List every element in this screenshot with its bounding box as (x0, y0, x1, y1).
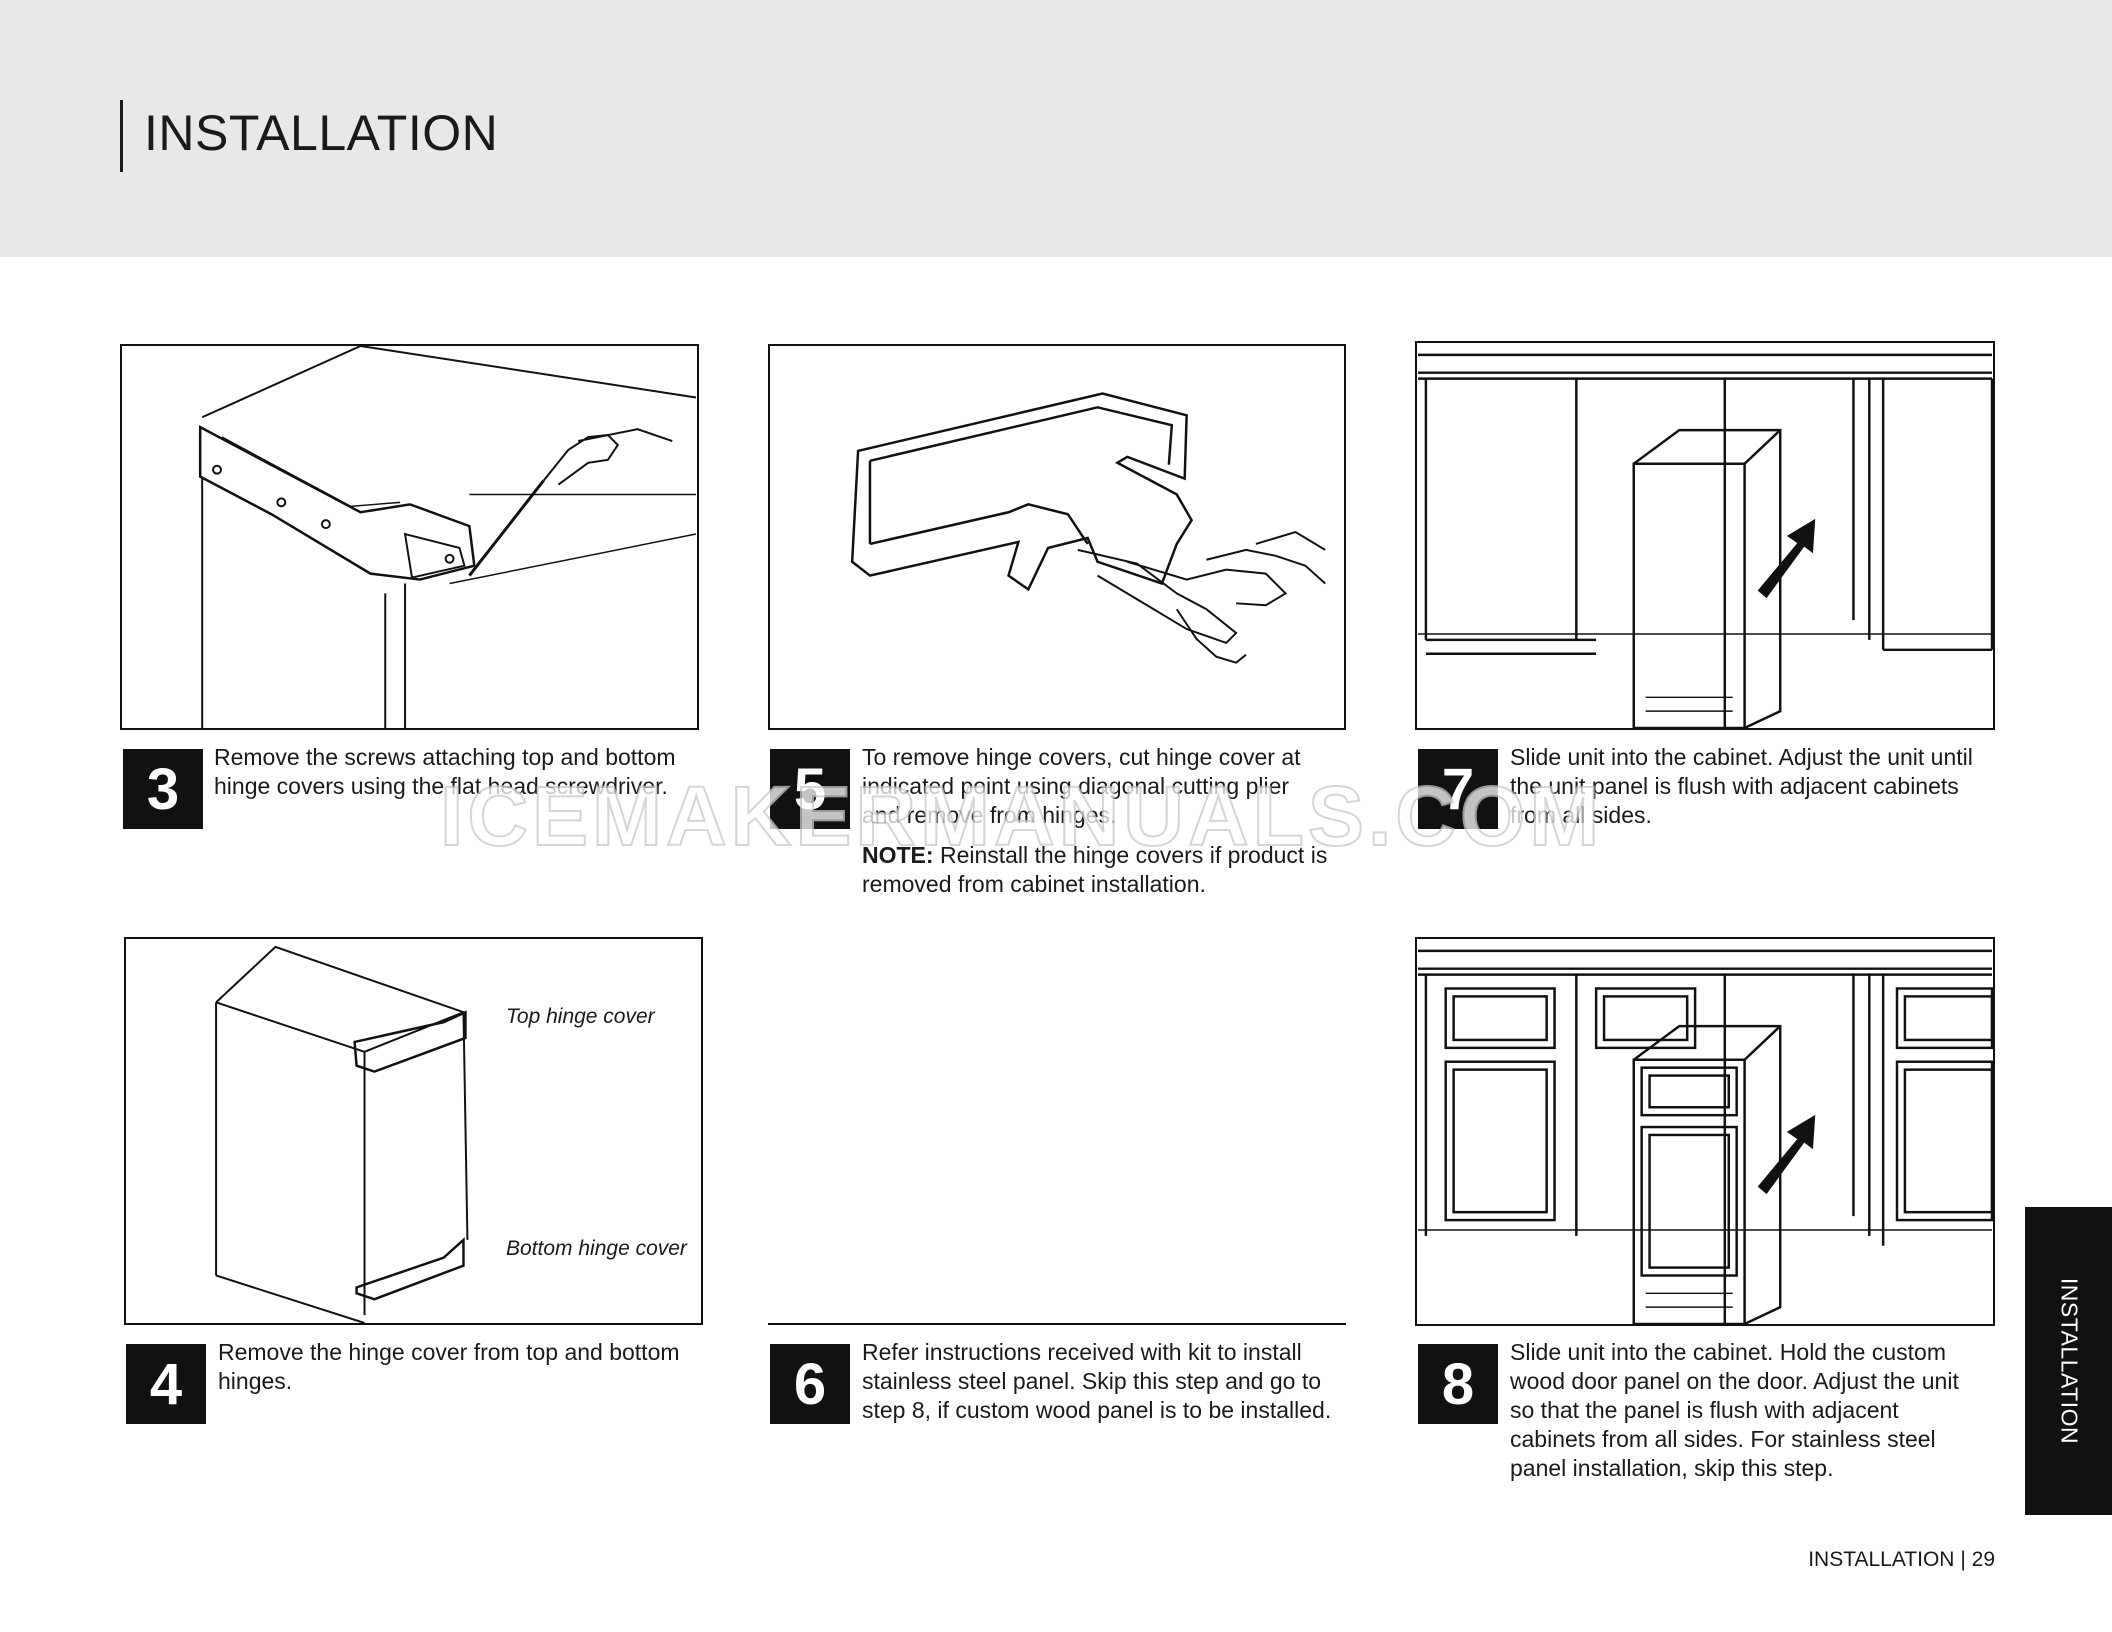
step-6-text: Refer instructions received with kit to … (862, 1339, 1332, 1423)
wood-panel-cabinet-illustration (1417, 949, 1993, 1324)
step-3-text: Remove the screws attaching top and bott… (214, 744, 676, 799)
side-tab-label: INSTALLATION (2056, 1277, 2082, 1445)
footer-section: INSTALLATION (1808, 1548, 1955, 1571)
step-4-text: Remove the hinge cover from top and bott… (218, 1339, 680, 1394)
step-6-divider (768, 1323, 1346, 1325)
step-5-illustration (768, 344, 1346, 730)
page-footer: INSTALLATION | 29 (1808, 1548, 1995, 1572)
step-5-note: NOTE: Reinstall the hinge covers if prod… (862, 841, 1332, 899)
title-accent-bar (120, 100, 123, 172)
slide-unit-cabinet-illustration (1417, 353, 1993, 728)
header-band (0, 0, 2112, 257)
step-4-number: 4 (126, 1344, 206, 1424)
side-tab[interactable]: INSTALLATION (2025, 1207, 2112, 1515)
page-title: INSTALLATION (144, 105, 499, 161)
top-hinge-cover-callout: Top hinge cover (506, 1005, 655, 1028)
step-5-instruction: To remove hinge covers, cut hinge cover … (862, 744, 1301, 828)
footer-separator: | (1960, 1548, 1966, 1571)
note-label: NOTE: (862, 842, 934, 868)
step-8-number: 8 (1418, 1344, 1498, 1424)
hinge-cover-cutting-illustration (850, 392, 1326, 664)
watermark: ICEMAKERMANUALS.COM (439, 768, 1604, 864)
step-7-number: 7 (1418, 749, 1498, 829)
screwdriver-illustration (198, 346, 697, 728)
step-5-number: 5 (770, 749, 850, 829)
hinge-cover-removal-illustration (215, 945, 469, 1323)
note-text: Reinstall the hinge covers if product is… (862, 842, 1328, 897)
bottom-hinge-cover-callout: Bottom hinge cover (506, 1237, 687, 1260)
step-7-illustration (1415, 341, 1995, 730)
step-3-illustration (120, 344, 699, 730)
step-6-number: 6 (770, 1344, 850, 1424)
step-5-text: To remove hinge covers, cut hinge cover … (862, 743, 1332, 899)
step-4-illustration (124, 937, 703, 1325)
step-3-number: 3 (123, 749, 203, 829)
step-8-illustration (1415, 937, 1995, 1326)
step-7-text: Slide unit into the cabinet. Adjust the … (1510, 744, 1973, 828)
step-8-text: Slide unit into the cabinet. Hold the cu… (1510, 1339, 1959, 1481)
page-number: 29 (1971, 1548, 1995, 1571)
